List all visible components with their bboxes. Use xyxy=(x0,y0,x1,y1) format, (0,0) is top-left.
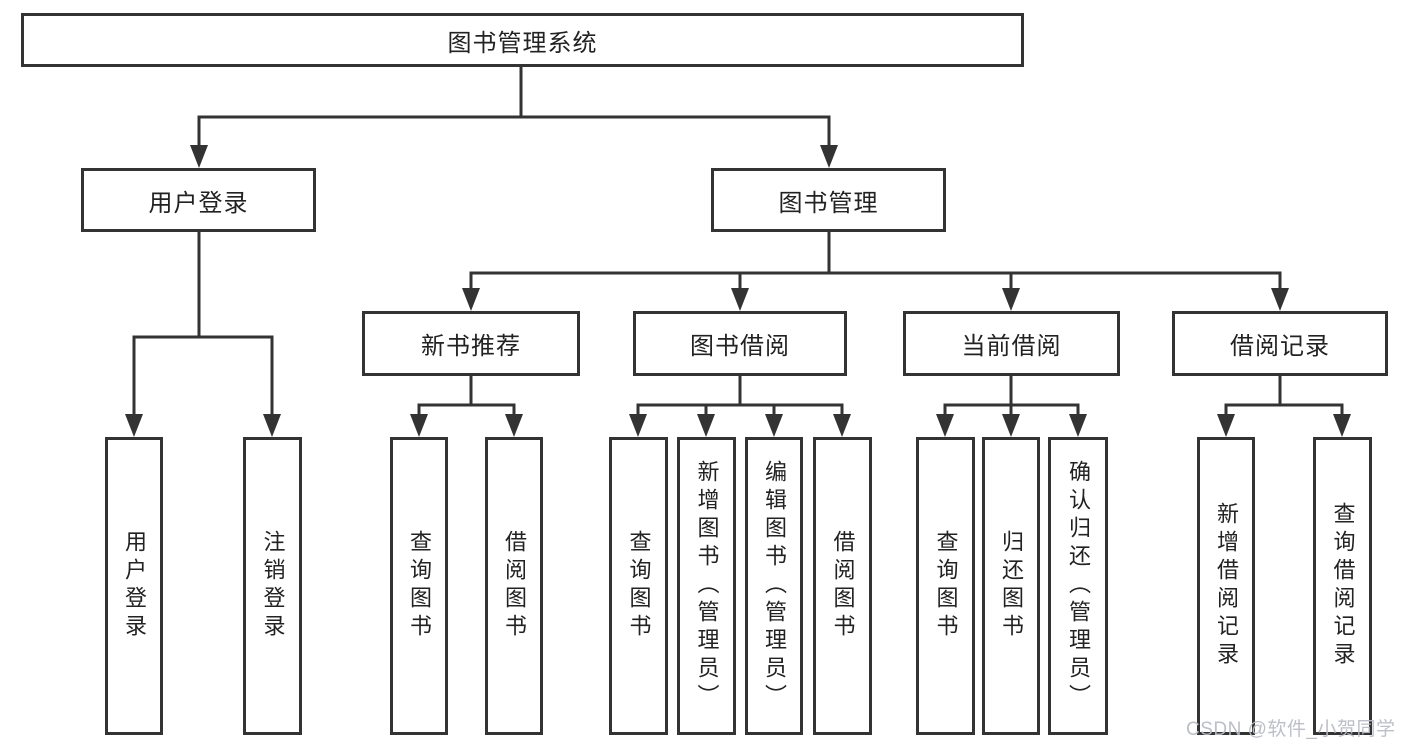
arrow-down-icon xyxy=(731,288,749,311)
arrow-down-icon xyxy=(1002,288,1020,311)
node-label: 新书推荐 xyxy=(421,333,521,360)
node-label: 查询借阅记录 xyxy=(1330,502,1356,670)
arrow-down-icon xyxy=(936,414,954,437)
node-label: 借阅图书 xyxy=(830,530,856,642)
arrow-down-icon xyxy=(1069,414,1087,437)
node-label: 用户登录 xyxy=(148,189,249,217)
node-borrowing-records: 借阅记录 xyxy=(1172,311,1388,376)
node-label: 图书管理系统 xyxy=(447,29,598,57)
leaf-confirm-return-admin: 确认归还（管理员） xyxy=(1048,437,1108,735)
arrow-down-icon xyxy=(190,145,208,168)
arrow-down-icon xyxy=(462,288,480,311)
leaf-query-books-recommend: 查询图书 xyxy=(390,437,448,735)
node-book-borrowing: 图书借阅 xyxy=(633,311,847,376)
connector-userlogin-to-leaves xyxy=(125,230,281,437)
arrow-down-icon xyxy=(263,414,281,437)
node-current-borrowing: 当前借阅 xyxy=(903,311,1120,376)
node-label: 借阅记录 xyxy=(1230,333,1330,360)
node-label: 编辑图书（管理员） xyxy=(762,460,787,712)
connector-borrowing-to-leaves xyxy=(629,374,851,437)
arrow-down-icon xyxy=(125,414,143,437)
leaf-borrow-books-borrowing: 借阅图书 xyxy=(813,437,872,735)
leaf-return-books: 归还图书 xyxy=(982,437,1040,735)
arrow-down-icon xyxy=(765,414,783,437)
node-book-management: 图书管理 xyxy=(711,168,946,232)
leaf-query-books-borrowing: 查询图书 xyxy=(609,437,668,735)
node-label: 当前借阅 xyxy=(961,333,1062,360)
leaf-query-books-current: 查询图书 xyxy=(916,437,975,735)
arrow-down-icon xyxy=(833,414,851,437)
arrow-down-icon xyxy=(697,414,715,437)
node-label: 图书借阅 xyxy=(690,333,790,360)
node-label: 查询图书 xyxy=(626,530,652,642)
arrow-down-icon xyxy=(1002,414,1020,437)
node-label: 用户登录 xyxy=(122,530,147,642)
arrow-down-icon xyxy=(1333,414,1351,437)
connector-bookmgmt-to-level3 xyxy=(462,230,1289,311)
arrow-down-icon xyxy=(1217,414,1235,437)
arrow-down-icon xyxy=(1271,288,1289,311)
connector-records-to-leaves xyxy=(1217,374,1351,437)
connector-newbooks-to-leaves xyxy=(410,374,523,437)
leaf-add-books-admin: 新增图书（管理员） xyxy=(677,437,736,735)
node-label: 新增借阅记录 xyxy=(1214,502,1239,670)
connector-root-to-level2 xyxy=(190,65,838,168)
node-user-login: 用户登录 xyxy=(81,168,316,232)
node-new-book-recommend: 新书推荐 xyxy=(362,311,580,376)
leaf-borrow-books-recommend: 借阅图书 xyxy=(485,437,543,735)
arrow-down-icon xyxy=(820,145,838,168)
leaf-user-login: 用户登录 xyxy=(105,437,163,735)
node-label: 新增图书（管理员） xyxy=(694,460,720,712)
arrow-down-icon xyxy=(629,414,647,437)
node-label: 借阅图书 xyxy=(502,530,527,642)
leaf-edit-books-admin: 编辑图书（管理员） xyxy=(745,437,803,735)
node-label: 注销登录 xyxy=(260,530,286,642)
csdn-watermark: CSDN @软件_小贺同学 xyxy=(1186,719,1396,740)
leaf-logout: 注销登录 xyxy=(243,437,302,735)
leaf-query-borrow-record: 查询借阅记录 xyxy=(1313,437,1372,735)
node-library-system: 图书管理系统 xyxy=(21,13,1024,67)
node-label: 查询图书 xyxy=(407,530,432,642)
arrow-down-icon xyxy=(410,414,428,437)
node-label: 查询图书 xyxy=(933,530,959,642)
node-label: 归还图书 xyxy=(999,530,1024,642)
node-label: 图书管理 xyxy=(778,189,879,217)
connector-current-to-leaves xyxy=(936,374,1087,437)
node-label: 确认归还（管理员） xyxy=(1066,460,1091,712)
leaf-add-borrow-record: 新增借阅记录 xyxy=(1197,437,1255,735)
arrow-down-icon xyxy=(505,414,523,437)
